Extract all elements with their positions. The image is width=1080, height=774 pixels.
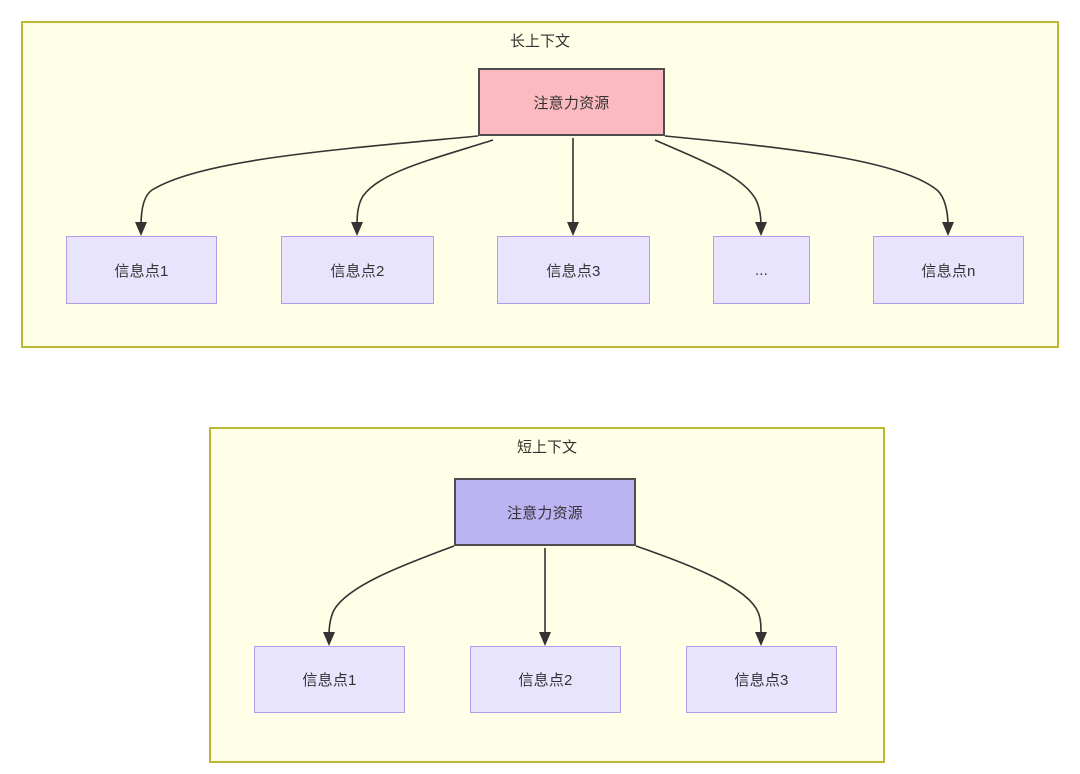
node-info-point-long-1[interactable]: 信息点1 bbox=[66, 236, 217, 304]
node-info-point-short-3[interactable]: 信息点3 bbox=[686, 646, 837, 713]
group-short-context-title: 短上下文 bbox=[516, 439, 577, 456]
node-attention-long-context[interactable]: 注意力资源 bbox=[478, 68, 665, 136]
node-info-point-long-3[interactable]: 信息点3 bbox=[497, 236, 650, 304]
node-info-point-long-ellipsis[interactable]: ... bbox=[713, 236, 810, 304]
node-info-point-long-n[interactable]: 信息点n bbox=[873, 236, 1024, 304]
node-info-point-short-1[interactable]: 信息点1 bbox=[254, 646, 405, 713]
node-attention-short-context[interactable]: 注意力资源 bbox=[454, 478, 636, 546]
node-info-point-long-2[interactable]: 信息点2 bbox=[281, 236, 434, 304]
node-info-point-short-2[interactable]: 信息点2 bbox=[470, 646, 621, 713]
group-long-context-title: 长上下文 bbox=[509, 33, 570, 50]
